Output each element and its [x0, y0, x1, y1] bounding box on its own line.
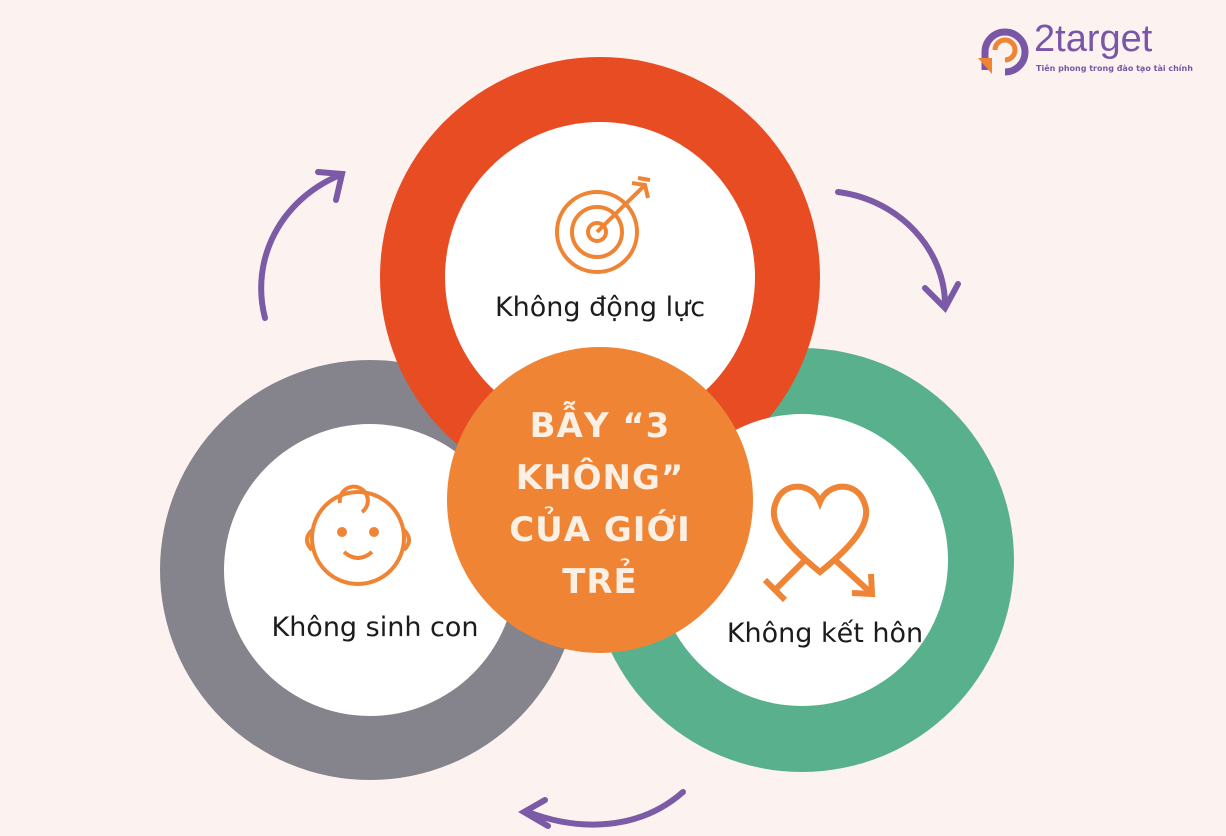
logo-mark	[978, 28, 1029, 76]
center-circle	[447, 347, 753, 653]
label-khong-ket-hon: Không kết hôn	[726, 618, 924, 649]
arrow-top-right	[835, 189, 961, 313]
inner-red	[445, 122, 755, 432]
inner-gray	[224, 424, 516, 716]
center-line: BẪY “3	[529, 406, 671, 446]
center-title: BẪY “3 KHÔNG” CỦA GIỚI TRẺ	[450, 400, 750, 608]
logo-tagline: Tiên phong trong đào tạo tài chính	[1036, 64, 1193, 73]
cycle-arrows	[258, 169, 961, 829]
center-line: CỦA GIỚI	[509, 510, 691, 550]
label-khong-sinh-con: Không sinh con	[271, 612, 479, 643]
label-khong-dong-luc: Không động lực	[494, 292, 706, 323]
center-line: TRẺ	[562, 562, 638, 602]
arrow-bottom	[518, 789, 686, 829]
baby-face-icon	[305, 484, 411, 586]
logo-name: 2target	[1034, 18, 1153, 60]
center-line: KHÔNG”	[515, 458, 685, 498]
arrow-top-left	[258, 169, 346, 321]
target-icon	[555, 176, 651, 274]
heart-gender-icon	[762, 483, 876, 603]
